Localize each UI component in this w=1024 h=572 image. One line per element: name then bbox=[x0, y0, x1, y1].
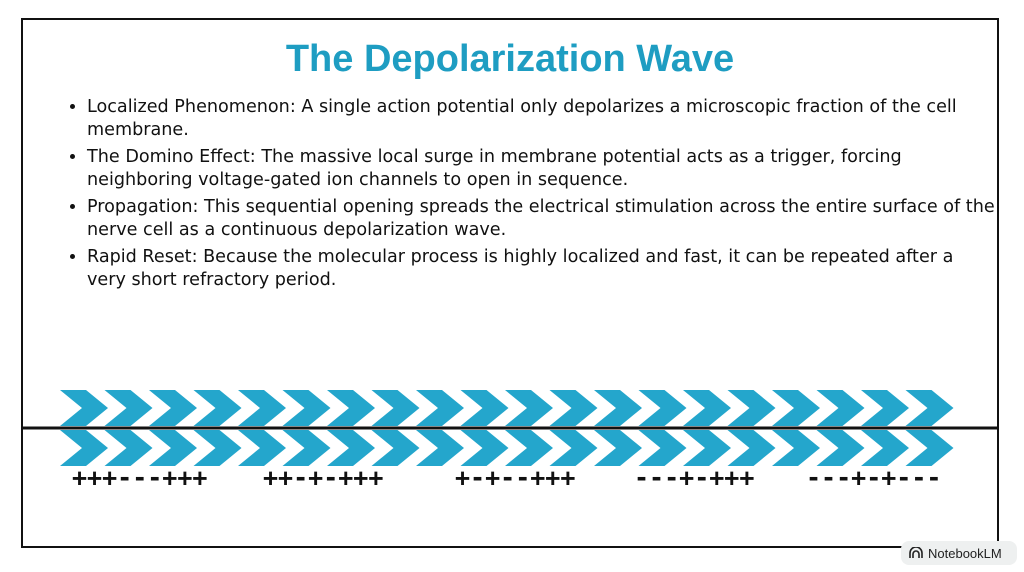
chevron-arrow bbox=[727, 430, 776, 466]
chevron-arrow bbox=[282, 430, 331, 466]
chevron-arrow bbox=[905, 430, 954, 466]
bullet-item: Propagation: This sequential opening spr… bbox=[87, 196, 997, 242]
chevron-arrow bbox=[327, 390, 375, 426]
chevron-arrow bbox=[861, 430, 909, 466]
bullet-item: The Domino Effect: The massive local sur… bbox=[87, 146, 997, 192]
chevron-arrow bbox=[460, 390, 509, 426]
notebooklm-logo-icon bbox=[909, 547, 923, 559]
chevron-arrow bbox=[371, 430, 420, 466]
chevron-arrow bbox=[416, 430, 464, 466]
chevron-arrow bbox=[549, 430, 598, 466]
chevron-arrow bbox=[505, 430, 553, 466]
chevron-arrow bbox=[861, 390, 909, 426]
chevron-arrow bbox=[149, 430, 197, 466]
chevron-arrow bbox=[816, 390, 865, 426]
bullet-item: Rapid Reset: Because the molecular proce… bbox=[87, 246, 997, 292]
chevron-arrow bbox=[371, 390, 420, 426]
chevron-arrow bbox=[60, 430, 108, 466]
chevron-arrow bbox=[282, 390, 331, 426]
chevron-arrow bbox=[638, 430, 687, 466]
charge-group-4: ---+-+++ bbox=[634, 463, 755, 492]
notebooklm-badge[interactable]: NotebookLM bbox=[901, 541, 1017, 565]
chevron-arrow bbox=[772, 390, 820, 426]
chevron-arrow bbox=[816, 430, 865, 466]
chevron-arrow bbox=[683, 390, 731, 426]
chevron-arrow bbox=[327, 430, 375, 466]
charge-group-1: +++---+++ bbox=[72, 463, 208, 492]
badge-label: NotebookLM bbox=[928, 545, 1002, 561]
chevron-arrow bbox=[549, 390, 598, 426]
chevron-arrow bbox=[193, 390, 242, 426]
chevron-arrow bbox=[238, 390, 286, 426]
bullet-list: Localized Phenomenon: A single action po… bbox=[65, 96, 997, 296]
slide-title: The Depolarization Wave bbox=[285, 38, 735, 80]
charge-group-5: ---+-+--- bbox=[806, 463, 942, 492]
chevron-arrow bbox=[60, 390, 108, 426]
chevron-arrow bbox=[638, 390, 687, 426]
chevron-arrow bbox=[505, 390, 553, 426]
chevron-arrow bbox=[104, 430, 153, 466]
chevron-arrow bbox=[594, 430, 642, 466]
chevron-arrow bbox=[905, 390, 954, 426]
chevron-arrow bbox=[104, 390, 153, 426]
chevron-arrow bbox=[772, 430, 820, 466]
chevron-arrow bbox=[149, 390, 197, 426]
chevron-arrow bbox=[683, 430, 731, 466]
chevron-arrow bbox=[416, 390, 464, 426]
chevron-group bbox=[60, 390, 954, 466]
chevron-arrow bbox=[193, 430, 242, 466]
chevron-arrow bbox=[460, 430, 509, 466]
bullet-item: Localized Phenomenon: A single action po… bbox=[87, 96, 997, 142]
chevron-arrow bbox=[727, 390, 776, 426]
slide-frame: The Depolarization Wave Localized Phenom… bbox=[21, 18, 999, 548]
chevron-arrow bbox=[594, 390, 642, 426]
chevron-arrow bbox=[238, 430, 286, 466]
charge-group-3: +-+--+++ bbox=[455, 463, 576, 492]
charge-group-2: ++-+-+++ bbox=[263, 463, 384, 492]
